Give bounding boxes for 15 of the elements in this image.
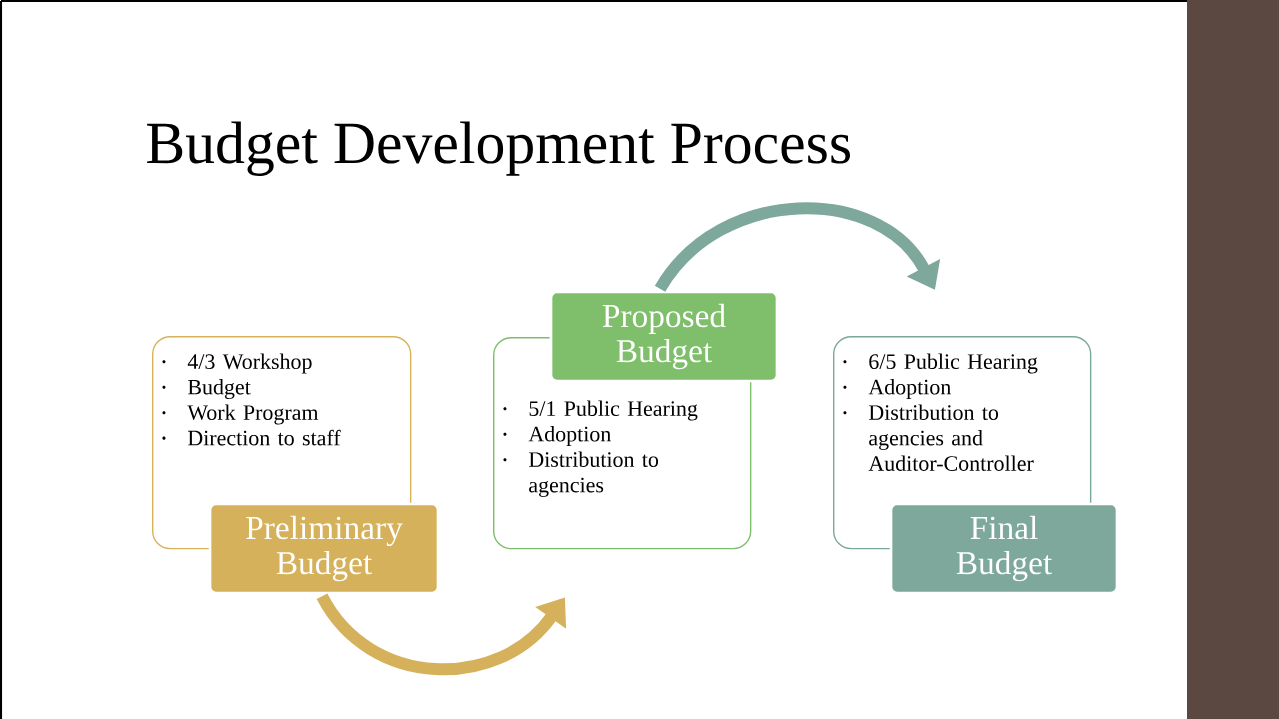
bullet-item: 6/5 Public Hearing	[843, 353, 1038, 374]
bullet-item: 4/3 Workshop	[162, 353, 312, 374]
bullet-item: Distribution to agencies and Auditor-Controller	[843, 404, 1034, 471]
bullet-item: Adoption	[503, 426, 611, 446]
bullet-item: Work Program	[162, 404, 319, 425]
bullet-item: Direction to staff	[162, 429, 341, 446]
stage-box: Proposed Budget	[549, 290, 779, 383]
title: Budget Development Process	[147, 121, 850, 176]
curved-arrow	[655, 202, 941, 293]
bullet-item: 5/1 Public Hearing	[503, 400, 698, 421]
bullet-item: Budget	[162, 379, 251, 400]
bullet-item: Distribution to agencies	[503, 451, 659, 497]
stage-box: Final Budget	[889, 502, 1119, 595]
stage-box: Preliminary Budget	[208, 502, 440, 595]
bullet-item: Adoption	[843, 379, 951, 399]
